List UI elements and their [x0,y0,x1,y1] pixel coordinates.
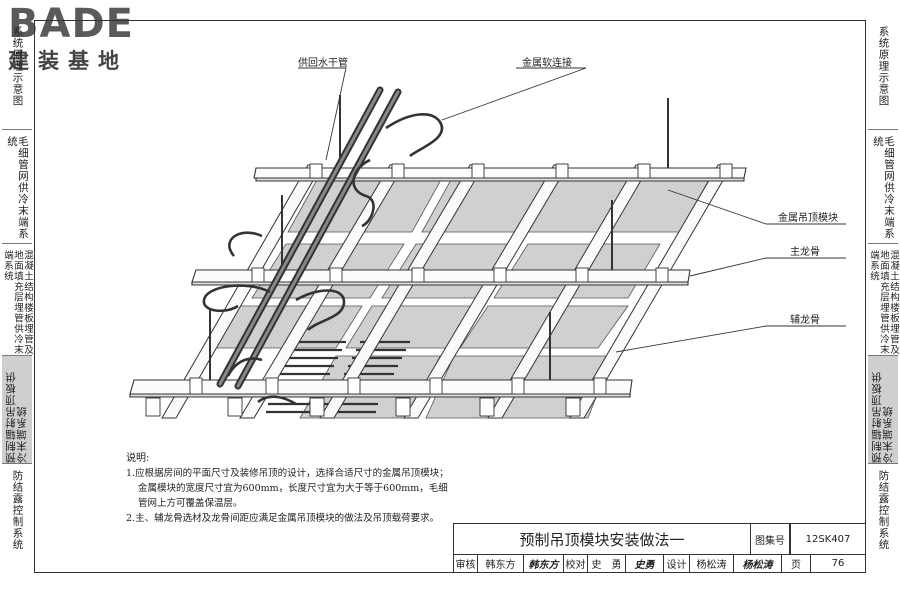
signature-row: 审核 韩东方 韩东方 校对 史 勇 史勇 设计 杨松涛 杨松涛 页 76 [453,555,866,573]
note-item: 2.主、辅龙骨选材及龙骨间距应满足金属吊顶模块的做法及吊顶载荷要求。 [126,513,440,524]
tab-system-principle[interactable]: 系统原理示意图 [2,20,32,130]
metal-hoses [202,112,444,406]
atlas-label: 图集号 [750,523,790,555]
keel-connectors [145,163,733,417]
tab-label: 系统原理示意图 [11,26,24,107]
design-label: 设计 [663,555,689,573]
left-section-tabs: 系统原理示意图 毛细管网供冷末端系统 混凝土结构楼板埋管及地面填充层埋管供冷末端… [2,20,33,573]
hanger-rods [209,95,669,380]
tab-label: 系统原理示意图 [877,26,890,107]
tab-label: 混凝土结构楼板埋管及地面填充层埋管供冷末端系统 [2,250,33,355]
designer-signature: 杨松涛 [733,555,781,573]
label-metal-hose: 金属软连接 [522,58,572,69]
main-keels [129,167,747,398]
check-label: 校对 [563,555,587,573]
atlas-number: 12SK407 [790,523,866,555]
notes-title: 说明: [126,453,150,464]
note-item: 1.应根据房间的平面尺寸及装修吊顶的设计，选择合适尺寸的金属吊顶模块；金属模块的… [126,468,449,509]
tab-anti-condensation[interactable]: 防结露控制系统 [2,464,32,573]
tab-label: 毛细管网供冷末端系统 [872,136,895,240]
checker-signature: 史勇 [625,555,663,573]
tab-capillary-network[interactable]: 毛细管网供冷末端系统 [868,130,898,244]
notes-block: 说明: 1.应根据房间的平面尺寸及装修吊顶的设计，选择合适尺寸的金属吊顶模块；金… [126,451,456,526]
tab-prefab-radiant-ceiling[interactable]: 预制辐射吊顶板供冷末端系统 [2,356,32,464]
tab-anti-condensation[interactable]: 防结露控制系统 [868,464,898,573]
page-label: 页 [781,555,810,573]
reviewer-name: 韩东方 [477,555,523,573]
label-main-keel: 主龙骨 [790,247,820,258]
page-number: 76 [810,555,866,573]
drawing-frame [34,20,866,573]
brand-logo: BADE 建装基地 [8,4,134,74]
tab-system-principle[interactable]: 系统原理示意图 [868,20,898,130]
supply-return-pipes [216,86,402,390]
tab-label: 防结露控制系统 [877,470,890,551]
tab-capillary-network[interactable]: 毛细管网供冷末端系统 [2,130,32,244]
reviewer-signature: 韩东方 [523,555,563,573]
designer-name: 杨松涛 [689,555,733,573]
tab-concrete-embedded[interactable]: 混凝土结构楼板埋管及地面填充层埋管供冷末端系统 [2,244,33,356]
right-section-tabs: 系统原理示意图 毛细管网供冷末端系统 混凝土结构楼板埋管及地面填充层埋管供冷末端… [868,20,899,573]
tab-label: 毛细管网供冷末端系统 [6,136,29,240]
review-label: 审核 [453,555,477,573]
logo-brand-text: BADE [8,1,134,47]
label-secondary-keel: 辅龙骨 [790,315,820,326]
title-block: 预制吊顶模块安装做法一 图集号 12SK407 审核 韩东方 韩东方 校对 史 … [453,523,866,573]
label-ceiling-module: 金属吊顶模块 [778,213,838,224]
tab-label: 防结露控制系统 [11,470,24,551]
checker-name: 史 勇 [587,555,625,573]
tab-concrete-embedded[interactable]: 混凝土结构楼板埋管及地面填充层埋管供冷末端系统 [868,244,899,356]
drawing-title: 预制吊顶模块安装做法一 [453,523,750,555]
logo-sub-text: 建装基地 [8,49,128,73]
label-supply-return-main: 供回水干管 [298,58,348,69]
tab-prefab-radiant-ceiling[interactable]: 预制辐射吊顶板供冷末端系统 [868,356,898,464]
callout-leaders [298,67,846,353]
tab-label: 混凝土结构楼板埋管及地面填充层埋管供冷末端系统 [868,250,899,355]
